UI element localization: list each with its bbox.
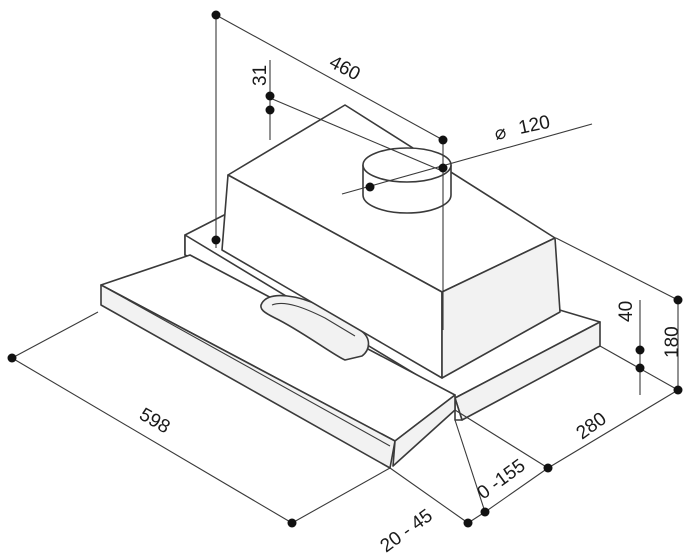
dim-label-598: 598 (136, 404, 174, 438)
dim-label-20-45: 20 - 45 (377, 505, 437, 557)
dimension-endpoints (7, 10, 683, 528)
dim-label-0-155: 0 -155 (474, 455, 530, 504)
dim-label-120: 120 (517, 112, 552, 139)
dim-label-40: 40 (616, 301, 637, 322)
handle-recess (260, 294, 370, 361)
diameter-symbol: ⌀ (493, 122, 509, 145)
dim-label-180: 180 (662, 326, 683, 358)
dim-label-31: 31 (250, 65, 271, 86)
pull-out-visor (100, 254, 456, 469)
dimension-lines (11, 14, 679, 524)
dim-label-280: 280 (573, 408, 611, 444)
outlet-collar (362, 147, 452, 214)
dim-label-460: 460 (326, 52, 364, 85)
